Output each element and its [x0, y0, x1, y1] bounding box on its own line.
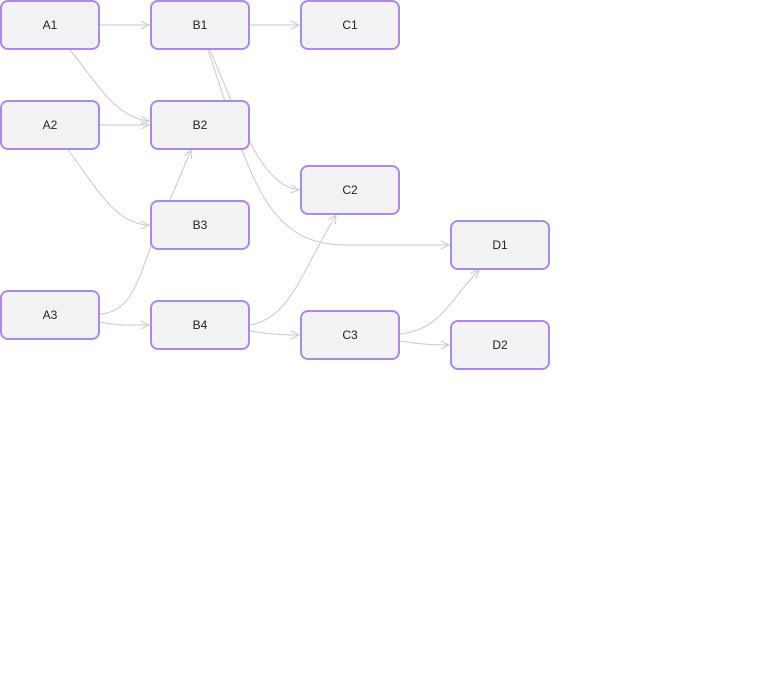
- node-c2[interactable]: C2: [300, 165, 400, 215]
- node-c3-label: C3: [342, 328, 358, 342]
- node-b2-label: B2: [192, 118, 208, 132]
- edge-b1-c2: [209, 49, 299, 190]
- node-c2-label: C2: [342, 183, 358, 197]
- node-a3[interactable]: A3: [0, 290, 100, 340]
- node-b3[interactable]: B3: [150, 200, 250, 250]
- edge-a3-b4: [99, 322, 149, 325]
- node-d1-label: D1: [492, 238, 508, 252]
- node-a2-label: A2: [42, 118, 58, 132]
- edge-a2-b3: [67, 149, 149, 225]
- node-b4-label: B4: [192, 318, 208, 332]
- edge-a1-b2: [69, 49, 149, 121]
- node-c3[interactable]: C3: [300, 310, 400, 360]
- node-a1[interactable]: A1: [0, 0, 100, 50]
- node-b3-label: B3: [192, 218, 208, 232]
- node-d2[interactable]: D2: [450, 320, 550, 370]
- edge-c3-d2: [399, 340, 449, 345]
- node-b1[interactable]: B1: [150, 0, 250, 50]
- edge-b4-c2: [249, 215, 336, 326]
- node-b4[interactable]: B4: [150, 300, 250, 350]
- node-a2[interactable]: A2: [0, 100, 100, 150]
- edge-b4-c3: [249, 330, 299, 335]
- node-c1-label: C1: [342, 18, 358, 32]
- node-b1-label: B1: [192, 18, 208, 32]
- node-a3-label: A3: [42, 308, 58, 322]
- node-a1-label: A1: [42, 18, 58, 32]
- edge-c3-d1: [399, 270, 479, 335]
- node-b2[interactable]: B2: [150, 100, 250, 150]
- node-d1[interactable]: D1: [450, 220, 550, 270]
- node-c1[interactable]: C1: [300, 0, 400, 50]
- node-d2-label: D2: [492, 338, 508, 352]
- edge-b1-d1: [207, 49, 449, 245]
